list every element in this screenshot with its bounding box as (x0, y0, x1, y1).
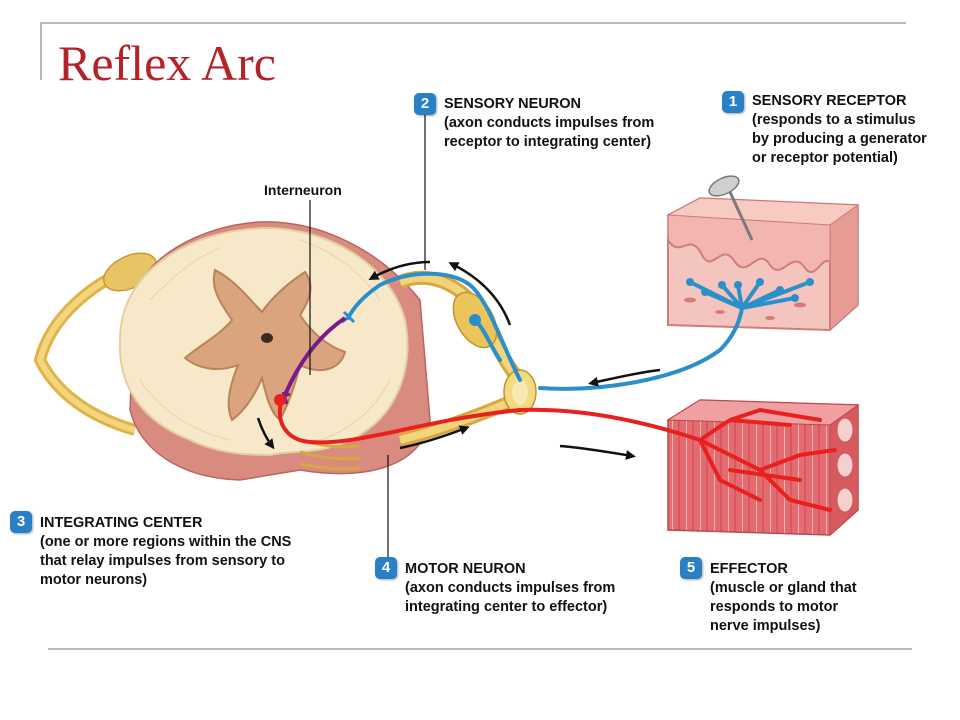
leader-lines (309, 115, 426, 565)
effector-heading: EFFECTOR (710, 561, 788, 577)
skin-tissue-block (666, 197, 860, 332)
motor-neuron-label: MOTOR NEURON (axon conducts impulses fro… (405, 560, 615, 617)
slide-frame-top (40, 22, 906, 24)
slide-frame-left (40, 22, 42, 80)
integrating-center-label: INTEGRATING CENTER (one or more regions … (40, 514, 291, 590)
motor-neuron-desc-2: integrating center to effector) (405, 599, 608, 615)
effector-label: EFFECTOR (muscle or gland that responds … (710, 560, 857, 636)
motor-neuron-heading: MOTOR NEURON (405, 561, 526, 577)
spinal-cord (118, 221, 431, 481)
motor-neuron-cell-body (274, 394, 286, 406)
sensory-neuron-desc-2: receptor to integrating center) (444, 134, 652, 150)
sensory-receptor-label: SENSORY RECEPTOR (responds to a stimulus… (752, 92, 927, 168)
motor-neuron-desc-1: (axon conducts impulses from (405, 580, 616, 596)
step-5-badge: 5 (680, 557, 702, 579)
integrating-center-desc-3: motor neurons) (40, 572, 148, 588)
sensory-neuron-heading: SENSORY NEURON (444, 96, 581, 112)
interneuron-path (283, 316, 347, 396)
sensory-neuron-path (346, 271, 812, 391)
sensory-receptor-endings (469, 278, 814, 326)
motor-neuron-path (277, 398, 837, 512)
sensory-neuron-label: SENSORY NEURON (axon conducts impulses f… (444, 95, 654, 152)
step-1-badge: 1 (722, 91, 744, 113)
integrating-center-heading: INTEGRATING CENTER (40, 515, 203, 531)
sensory-neuron-desc-1: (axon conducts impulses from (444, 115, 655, 131)
pin-stimulus-icon (708, 175, 754, 241)
sensory-receptor-desc-1: (responds to a stimulus (752, 112, 916, 128)
page-title: Reflex Arc (58, 35, 276, 91)
sensory-receptor-heading: SENSORY RECEPTOR (752, 93, 907, 109)
arrow-sensory-axon (588, 368, 661, 387)
slide-frame-bottom (48, 648, 912, 650)
integrating-center-desc-1: (one or more regions within the CNS (40, 534, 292, 550)
arrow-integrating (256, 417, 275, 450)
arrow-motor-root (399, 425, 470, 450)
sensory-receptor-desc-3: or receptor potential) (752, 150, 898, 166)
step-4-badge: 4 (375, 557, 397, 579)
arrow-motor-axon (559, 444, 636, 460)
arrow-dorsal-root (448, 262, 512, 326)
effector-desc-2: responds to motor (710, 599, 839, 615)
integrating-center-desc-2: that relay impulses from sensory to (40, 553, 285, 569)
interneuron-label: Interneuron (264, 182, 342, 198)
step-2-badge: 2 (414, 93, 436, 115)
left-spinal-nerve (33, 252, 158, 436)
step-3-badge: 3 (10, 511, 32, 533)
sensory-receptor-desc-2: by producing a generator (752, 131, 927, 147)
effector-desc-1: (muscle or gland that (710, 580, 857, 596)
effector-desc-3: nerve impulses) (710, 618, 821, 634)
